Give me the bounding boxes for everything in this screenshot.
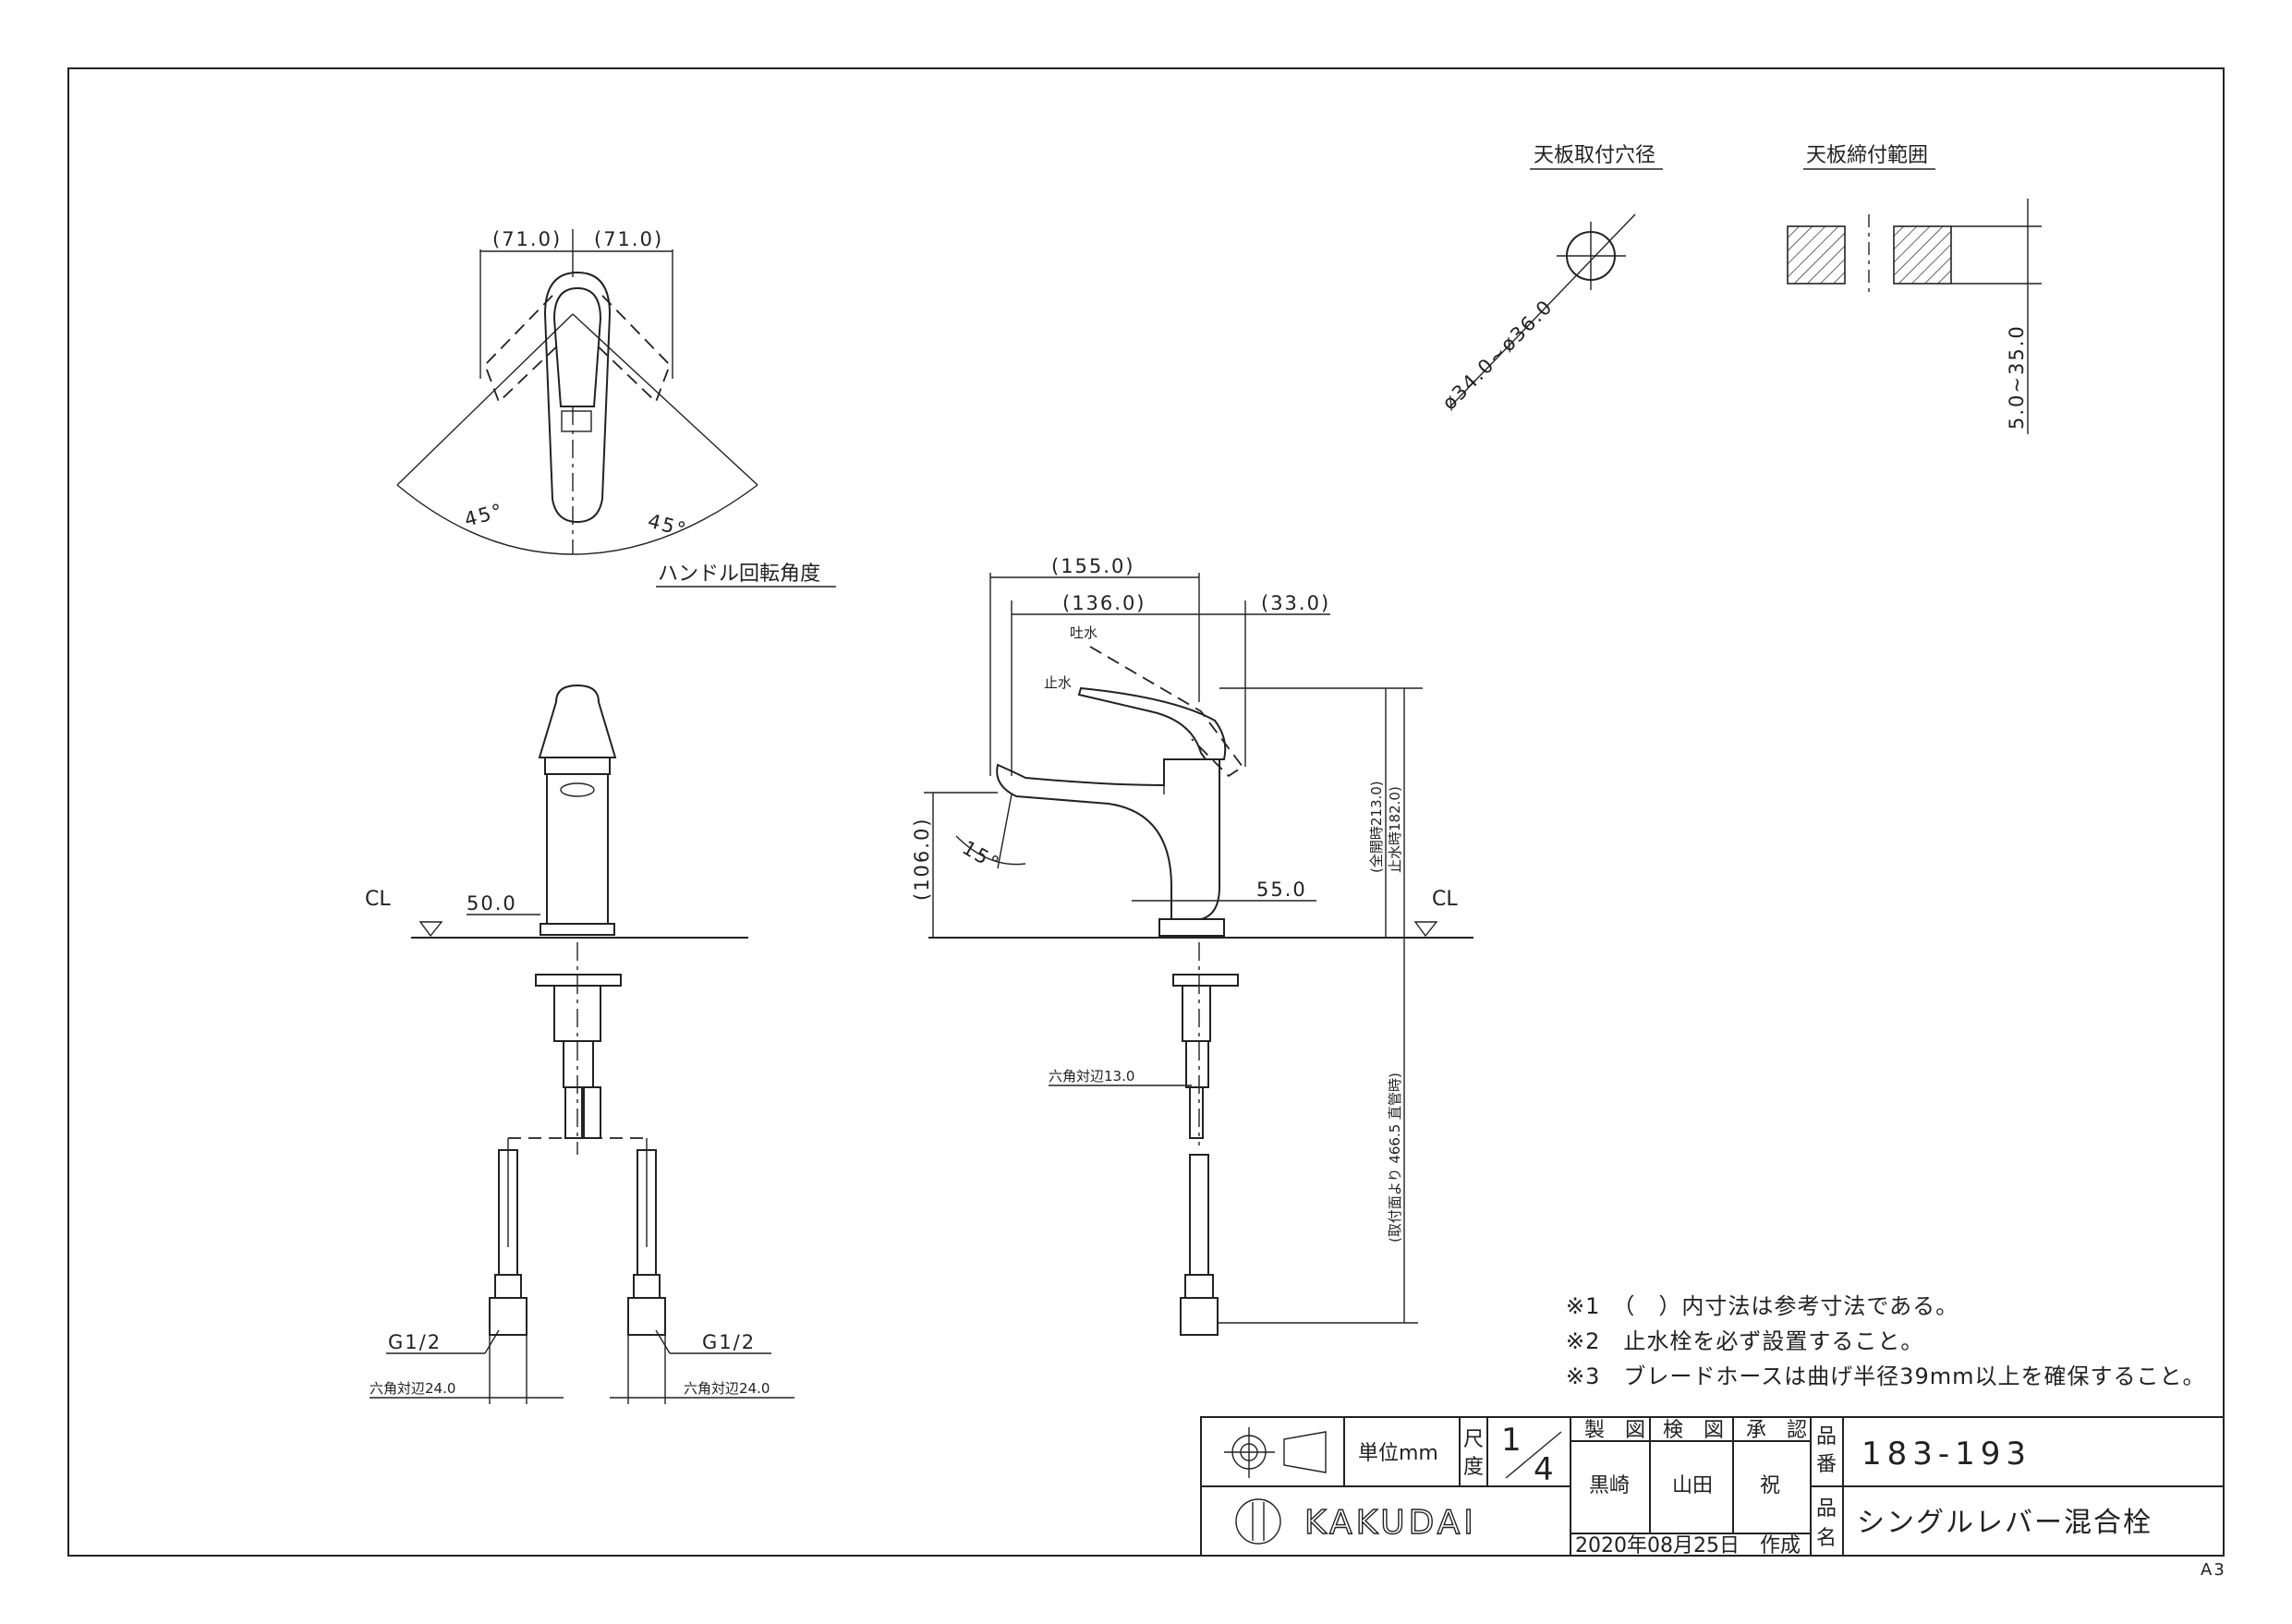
angle-15: 15° [959, 837, 1004, 876]
date: 2020年08月25日 作成 [1575, 1534, 1801, 1557]
label-open: 吐水 [1070, 624, 1097, 641]
scale-den: 4 [1534, 1451, 1559, 1488]
name-design: 黒崎 [1589, 1474, 1630, 1497]
dim-height-open: (全開時213.0) [1368, 781, 1385, 873]
scale-label-2: 度 [1463, 1456, 1484, 1479]
title-block: 単位mm 尺 度 1 4 製 図 検 図 承 認 黒崎 山田 祝 2020年08… [1200, 1416, 2225, 1557]
scale-num: 1 [1501, 1422, 1527, 1459]
hex-nut-13: 六角対辺13.0 [1049, 1068, 1134, 1085]
brand-name: KAKUDAI [1304, 1504, 1477, 1542]
dim-lever: (33.0) [1261, 592, 1330, 614]
clamp-detail: 天板締付範囲 5.0~35.0 [1787, 144, 2042, 434]
notes: ※1 （ ）内寸法は参考寸法である。 ※2 止水栓を必ず設置すること。 ※3 ブ… [1566, 1293, 2205, 1389]
label-closed: 止水 [1044, 674, 1072, 691]
side-body [996, 758, 1220, 920]
clamp-range: 5.0~35.0 [2006, 324, 2028, 430]
angle-right: 45° [646, 510, 690, 541]
side-cl-label: CL [1432, 888, 1458, 911]
name-check: 山田 [1672, 1474, 1713, 1497]
part-no-label-2: 番 [1816, 1453, 1837, 1476]
hex-left: 六角対辺24.0 [370, 1380, 455, 1397]
side-view: (155.0) (136.0) (33.0) 吐水 止水 CL (全開時213.… [911, 555, 1473, 1336]
handle-outline [543, 271, 612, 524]
g-right: G1/2 [702, 1331, 756, 1353]
dim-height-closed: 止水時182.0) [1387, 786, 1403, 873]
projection-symbol-icon [1224, 1427, 1327, 1478]
dim-right-71: (71.0) [594, 228, 663, 250]
header-design: 製 図 [1584, 1419, 1645, 1442]
note-1: ※1 （ ）内寸法は参考寸法である。 [1566, 1293, 1959, 1319]
note-2: ※2 止水栓を必ず設置すること。 [1566, 1328, 1923, 1354]
handle-rotated-left [483, 295, 563, 404]
header-approve: 承 認 [1746, 1419, 1807, 1442]
handle-rotated-right [592, 295, 672, 404]
g-left: G1/2 [388, 1331, 442, 1353]
sheet-size: A3 [2201, 1560, 2226, 1580]
top-view: (71.0) (71.0) 45° 45° ハンドル回転角度 [396, 228, 836, 588]
top-view-title: ハンドル回転角度 [658, 563, 820, 586]
part-name-label-1: 品 [1816, 1497, 1837, 1521]
dim-spout: (136.0) [1062, 592, 1146, 614]
scale-label-1: 尺 [1463, 1428, 1484, 1451]
header-check: 検 図 [1663, 1419, 1724, 1442]
part-name-label-2: 名 [1816, 1527, 1837, 1550]
clamp-title: 天板締付範囲 [1806, 144, 1928, 167]
name-approve: 祝 [1760, 1474, 1780, 1497]
dim-left-71: (71.0) [492, 228, 562, 250]
part-no: 183-193 [1861, 1436, 2031, 1473]
note-3: ※3 ブレードホースは曲げ半径39mm以上を確保すること。 [1566, 1363, 2205, 1389]
angle-left: 45° [462, 499, 506, 530]
lever-closed [1077, 686, 1227, 760]
hex-right: 六角対辺24.0 [684, 1380, 770, 1397]
dim-total: (155.0) [1051, 555, 1135, 577]
part-no-label-1: 品 [1816, 1425, 1837, 1448]
kakudai-logo-icon [1235, 1498, 1281, 1545]
sheet-border [67, 67, 2225, 1557]
dim-spout-height: (106.0) [911, 817, 933, 901]
part-name: シングルレバー混合栓 [1857, 1507, 2153, 1539]
unit-label: 単位mm [1358, 1442, 1438, 1465]
rotation-arc [396, 484, 758, 555]
hole-diameter: ø34.0~ø36.0 [1438, 295, 1558, 414]
front-view: CL 50.0 G1/2 G1/2 六角対辺24.0 [365, 684, 794, 1404]
dim-hose: (取付面より 466.5 直管時) [1387, 1073, 1403, 1242]
hole-title: 天板取付穴径 [1534, 144, 1655, 167]
dim-base-55: 55.0 [1256, 879, 1307, 901]
front-cl-label: CL [365, 888, 391, 911]
hole-detail: 天板取付穴径 ø34.0~ø36.0 [1438, 144, 1663, 415]
front-dim-base: 50.0 [467, 892, 517, 915]
lever-open [1089, 646, 1244, 778]
